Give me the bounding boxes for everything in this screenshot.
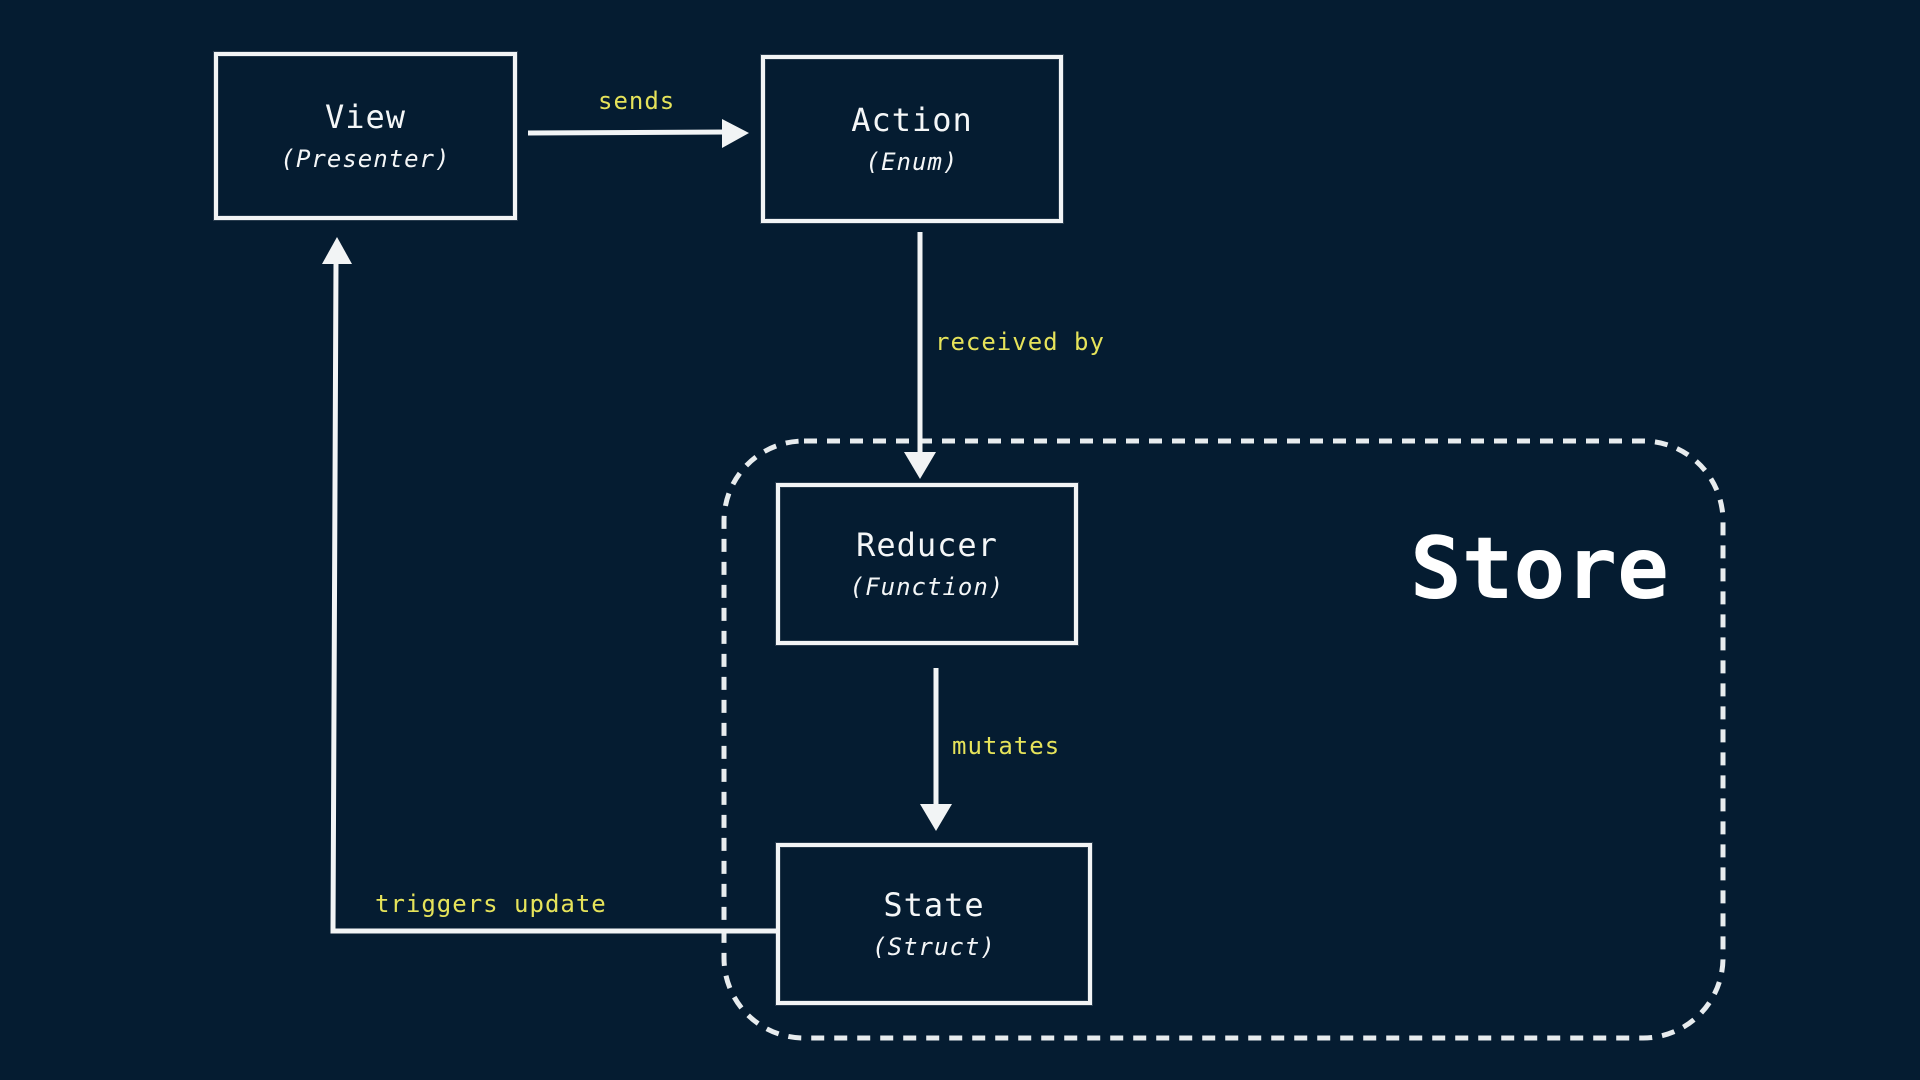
received-by-arrowhead [904,452,936,479]
view-node-title: View [324,98,407,136]
sends-arrowhead [722,119,749,148]
view-node: View (Presenter) [214,52,517,220]
reducer-node-subtitle: (Function) [849,573,1005,601]
store-region [721,438,1726,1041]
view-node-subtitle: (Presenter) [280,145,451,173]
store-title: Store [1410,519,1669,619]
triggers-update-arrow-line [330,261,776,934]
sends-label: sends [598,87,676,115]
state-node-title: State [883,886,985,924]
state-node-subtitle: (Struct) [872,933,996,961]
received-by-label: received by [935,328,1105,356]
triggers-update-arrowhead [322,237,352,264]
triggers-update-label: triggers update [375,890,607,918]
action-node-title: Action [851,101,973,139]
action-node: Action (Enum) [761,55,1063,223]
state-node: State (Struct) [776,843,1092,1005]
sends-arrow-line [527,129,728,136]
mutates-arrowhead [920,804,952,831]
action-node-subtitle: (Enum) [865,148,959,176]
reducer-node: Reducer (Function) [776,483,1078,645]
mutates-label: mutates [952,732,1061,760]
reducer-node-title: Reducer [856,526,998,564]
